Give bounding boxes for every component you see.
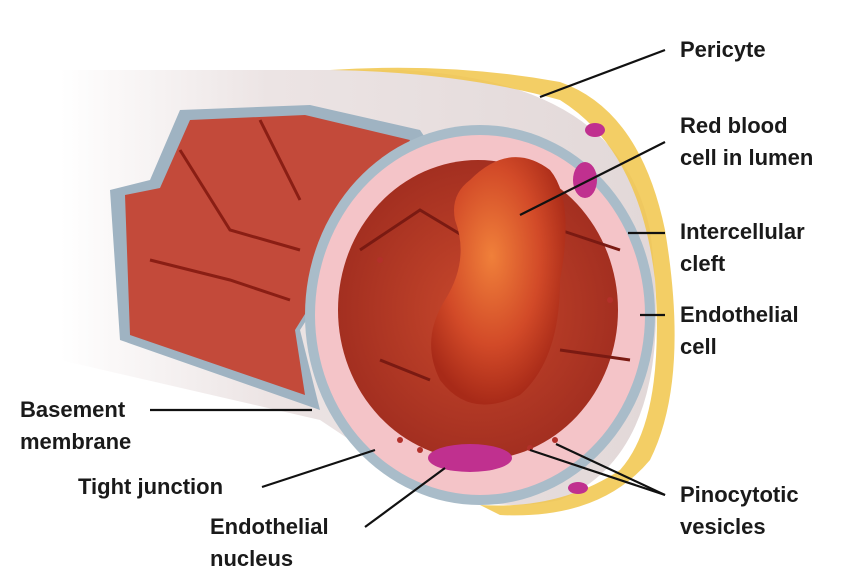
label-line: Intercellular <box>680 219 805 244</box>
label-pericyte: Pericyte <box>680 34 766 66</box>
label-line: cleft <box>680 251 726 276</box>
label-tight-junction: Tight junction <box>78 471 223 503</box>
label-line: Tight junction <box>78 474 224 499</box>
label-line: Endothelial <box>210 514 329 539</box>
label-line: cell <box>680 334 717 359</box>
label-line: Endothelial <box>680 302 799 327</box>
label-endothelial-nucleus: Endothelial nucleus <box>210 511 329 575</box>
label-line: vesicles <box>680 514 766 539</box>
label-line: Red blood <box>680 113 788 138</box>
red-blood-cell <box>431 157 566 405</box>
label-line: nucleus <box>210 546 294 571</box>
label-pinocytotic-vesicles: Pinocytotic vesicles <box>680 479 799 543</box>
leader-lines <box>150 48 666 528</box>
label-line: Pinocytotic <box>680 482 799 507</box>
endothelial-nucleus-shape <box>428 444 512 472</box>
label-basement-membrane: Basement membrane <box>20 394 131 458</box>
label-line: cell in lumen <box>680 145 814 170</box>
label-line: Basement <box>20 397 126 422</box>
pericyte-shape <box>330 67 675 516</box>
label-intercellular-cleft: Intercellular cleft <box>680 216 805 280</box>
inner-wall <box>125 115 410 395</box>
label-red-blood-cell: Red blood cell in lumen <box>680 110 813 174</box>
label-line: membrane <box>20 429 132 454</box>
label-endothelial-cell: Endothelial cell <box>680 299 799 363</box>
label-line: Pericyte <box>680 37 766 62</box>
pinocytotic-vesicles <box>377 257 613 453</box>
